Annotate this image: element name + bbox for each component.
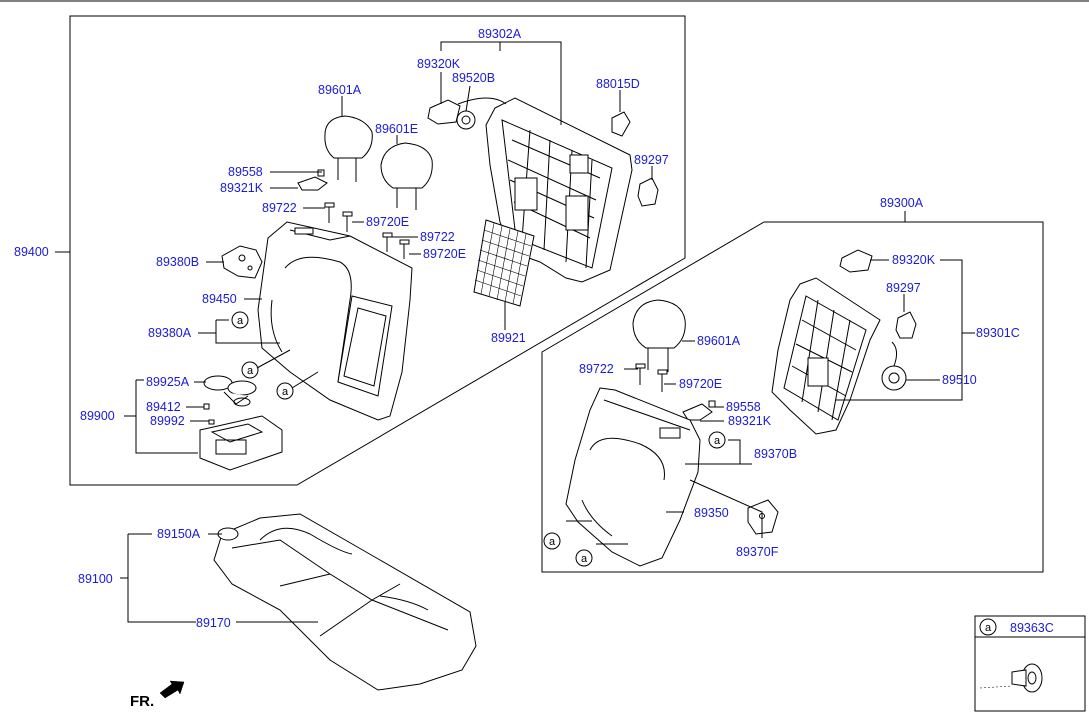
cupholder-89925a-part bbox=[203, 375, 257, 407]
label-89900: 89900 bbox=[80, 409, 115, 423]
svg-text:a: a bbox=[282, 386, 289, 398]
leader-lines bbox=[55, 41, 975, 623]
label-88015d: 88015D bbox=[596, 77, 640, 91]
svg-text:a: a bbox=[714, 435, 721, 447]
label-89722-top-2: 89722 bbox=[420, 230, 455, 244]
bolts-right-part bbox=[635, 363, 668, 392]
cable-89510-part bbox=[881, 341, 907, 391]
headrest-89601a-right-part bbox=[632, 299, 686, 372]
label-89510: 89510 bbox=[942, 373, 977, 387]
seatback-cover-left-part bbox=[257, 221, 413, 421]
armrest-89900-part bbox=[199, 415, 283, 471]
label-89720e-top-1: 89720E bbox=[366, 215, 409, 229]
circle-marker-detail: a bbox=[979, 618, 997, 636]
label-89558-right: 89558 bbox=[726, 400, 761, 414]
svg-text:a: a bbox=[581, 553, 588, 565]
seatback-frame-89301c-part bbox=[771, 277, 881, 435]
fastener-89363c-part bbox=[979, 663, 1043, 693]
svg-text:a: a bbox=[985, 622, 992, 634]
lumbar-mat-89921-part bbox=[473, 219, 535, 307]
label-89297-right: 89297 bbox=[886, 281, 921, 295]
label-89150a: 89150A bbox=[157, 527, 201, 541]
screw-89992-part bbox=[208, 419, 215, 425]
seatback-cover-right-part bbox=[565, 387, 701, 567]
front-arrow-icon bbox=[159, 680, 185, 699]
label-89380b: 89380B bbox=[156, 255, 199, 269]
circle-marker-3: a bbox=[276, 382, 294, 400]
label-89321k-top: 89321K bbox=[220, 181, 264, 195]
label-89370b: 89370B bbox=[754, 447, 797, 461]
label-89601a-top: 89601A bbox=[318, 83, 362, 97]
label-89412: 89412 bbox=[146, 400, 181, 414]
svg-text:a: a bbox=[247, 365, 254, 377]
svg-text:a: a bbox=[549, 536, 556, 548]
bracket-89380b-part bbox=[221, 245, 263, 279]
clip-89321k-part bbox=[297, 169, 328, 191]
label-89601e: 89601E bbox=[375, 122, 418, 136]
circle-marker-2: a bbox=[241, 361, 259, 379]
detail-box-frame bbox=[974, 615, 1086, 712]
left-assembly-frame bbox=[69, 15, 686, 486]
latch-89297-right-part bbox=[895, 311, 917, 339]
headrest-89601a-part bbox=[324, 115, 373, 182]
circle-marker-1: a bbox=[231, 311, 249, 329]
label-89720e-right: 89720E bbox=[679, 377, 722, 391]
label-89321k-right: 89321K bbox=[728, 414, 772, 428]
label-89921: 89921 bbox=[491, 331, 526, 345]
seat-cushion-89100-part bbox=[213, 513, 477, 691]
circle-marker-5: a bbox=[543, 532, 561, 550]
circle-marker-4: a bbox=[708, 431, 726, 449]
label-89170: 89170 bbox=[196, 616, 231, 630]
bolts-left-part bbox=[324, 202, 410, 259]
circle-marker-6: a bbox=[575, 549, 593, 567]
label-89297-top: 89297 bbox=[634, 153, 669, 167]
label-89302a: 89302A bbox=[478, 27, 522, 41]
clip-89321k-right-part bbox=[682, 400, 716, 421]
label-89722-right: 89722 bbox=[579, 362, 614, 376]
latch-89297-top-part bbox=[637, 177, 659, 207]
label-89720e-top-2: 89720E bbox=[423, 247, 466, 261]
label-89450: 89450 bbox=[202, 292, 237, 306]
label-89100: 89100 bbox=[78, 572, 113, 586]
right-assembly-frame bbox=[541, 221, 1044, 573]
actuator-89320k-right-part bbox=[839, 249, 873, 273]
label-89370f: 89370F bbox=[736, 545, 779, 559]
label-89520b: 89520B bbox=[452, 71, 495, 85]
svg-text:a: a bbox=[237, 315, 244, 327]
clip-89412-part bbox=[203, 403, 210, 410]
label-89301c: 89301C bbox=[976, 326, 1020, 340]
bracket-88015d-part bbox=[611, 111, 631, 137]
headrest-89601e-part bbox=[380, 142, 433, 210]
label-89722-top-1: 89722 bbox=[262, 201, 297, 215]
label-89320k-right: 89320K bbox=[892, 253, 936, 267]
front-direction-indicator: FR. bbox=[130, 680, 185, 710]
svg-text:FR.: FR. bbox=[130, 693, 154, 710]
label-89558-top: 89558 bbox=[228, 165, 263, 179]
label-89300a: 89300A bbox=[880, 196, 924, 210]
label-89350: 89350 bbox=[694, 506, 729, 520]
label-89380a: 89380A bbox=[148, 326, 192, 340]
label-89320k-top: 89320K bbox=[417, 57, 461, 71]
label-89925a: 89925A bbox=[146, 375, 190, 389]
label-89992: 89992 bbox=[150, 414, 185, 428]
label-89601a-right: 89601A bbox=[697, 334, 741, 348]
actuator-89320k-top-part bbox=[427, 97, 507, 130]
bracket-89370f-part bbox=[747, 499, 779, 535]
label-89400: 89400 bbox=[14, 245, 49, 259]
label-89363c: 89363C bbox=[1010, 621, 1054, 635]
